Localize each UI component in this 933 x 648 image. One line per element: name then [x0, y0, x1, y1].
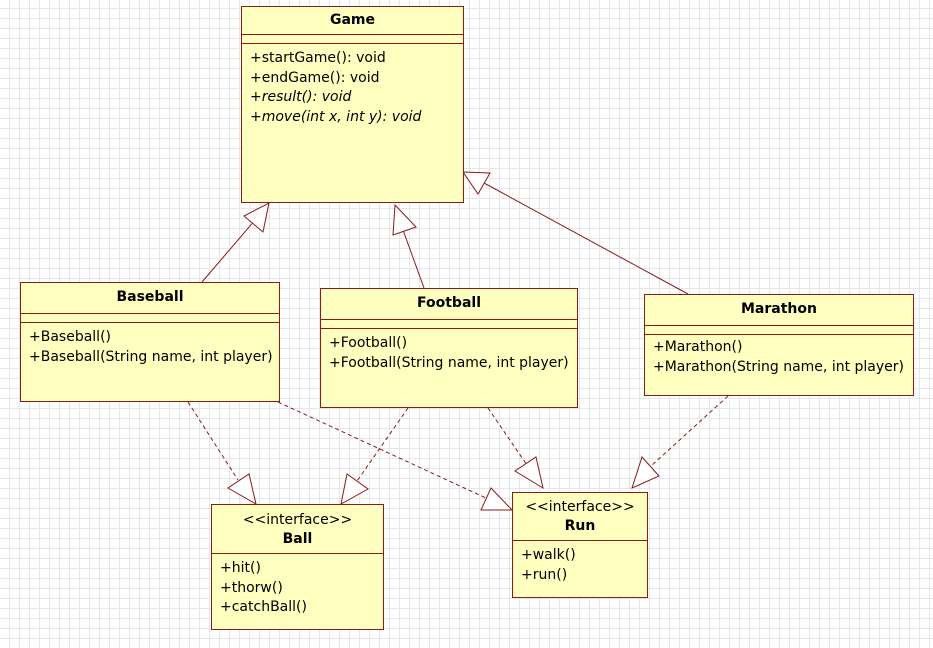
inheritance-arrowhead-baseball	[243, 202, 270, 233]
operation-thorw: +thorw()	[220, 579, 283, 596]
realization-arrowhead-marathon-run	[631, 456, 660, 489]
inheritance-line-football-game	[402, 229, 425, 289]
class-name-game: Game	[329, 12, 376, 28]
realization-arrowhead-baseball-run	[480, 487, 514, 511]
class-football[interactable]: Football +Football() +Football(String na…	[320, 288, 578, 408]
constructor-baseball: +Baseball()	[29, 329, 111, 345]
operation-catch-ball: +catchBall()	[220, 599, 307, 615]
class-name-section: Football	[321, 289, 577, 320]
operation-run: +run()	[521, 566, 568, 583]
class-game[interactable]: Game +startGame(): void +endGame(): void…	[241, 6, 464, 203]
operations-compartment: +Marathon() +Marathon(String name, int p…	[645, 335, 913, 377]
inheritance-arrowhead-marathon	[462, 171, 491, 195]
operations-compartment: +Baseball() +Baseball(String name, int p…	[21, 323, 279, 367]
interface-name-section: <<interface>> Run	[513, 493, 647, 541]
constructor-marathon-params: +Marathon(String name, int player)	[653, 358, 904, 375]
realization-line-baseball-ball	[187, 401, 239, 481]
operation-walk: +walk()	[521, 547, 576, 563]
constructor-football: +Football()	[329, 335, 408, 351]
realization-line-football-run	[487, 407, 528, 466]
operation-start-game: +startGame(): void	[250, 50, 386, 66]
operation-move: +move(int x, int y): void	[250, 108, 422, 125]
inheritance-line-baseball-game	[201, 211, 263, 283]
attributes-compartment	[645, 326, 913, 335]
realization-line-marathon-run	[650, 395, 729, 467]
attributes-compartment	[321, 320, 577, 329]
stereotype-label: <<interface>>	[525, 499, 635, 515]
class-baseball[interactable]: Baseball +Baseball() +Baseball(String na…	[20, 282, 280, 402]
operation-hit: +hit()	[220, 560, 261, 576]
attributes-compartment	[242, 35, 463, 44]
interface-ball[interactable]: <<interface>> Ball +hit() +thorw() +catc…	[211, 504, 384, 630]
operations-compartment: +walk() +run()	[513, 541, 647, 585]
inheritance-line-marathon-game	[483, 182, 689, 295]
constructor-marathon: +Marathon()	[653, 339, 743, 355]
class-name-football: Football	[417, 295, 481, 311]
class-marathon[interactable]: Marathon +Marathon() +Marathon(String na…	[644, 294, 914, 396]
operation-result: +result(): void	[250, 89, 352, 105]
interface-name-ball: Ball	[282, 531, 313, 547]
interface-run[interactable]: <<interface>> Run +walk() +run()	[512, 492, 648, 598]
class-name-baseball: Baseball	[116, 289, 184, 305]
inheritance-arrowhead-football	[392, 203, 417, 236]
realization-line-baseball-run	[277, 401, 487, 499]
operations-compartment: +Football() +Football(String name, int p…	[321, 329, 577, 373]
constructor-football-params: +Football(String name, int player)	[329, 354, 569, 371]
class-name-section: Baseball	[21, 283, 279, 314]
class-name-marathon: Marathon	[741, 301, 817, 317]
realization-arrowhead-football-ball	[340, 473, 369, 505]
attributes-compartment	[21, 314, 279, 323]
realization-line-football-ball	[356, 407, 409, 482]
interface-name-run: Run	[564, 518, 596, 534]
class-name-section: Game	[242, 7, 463, 35]
constructor-baseball-params: +Baseball(String name, int player)	[29, 348, 273, 365]
stereotype-label: <<interface>>	[242, 512, 353, 528]
operations-compartment: +startGame(): void +endGame(): void +res…	[242, 44, 463, 127]
interface-name-section: <<interface>> Ball	[212, 505, 383, 554]
realization-arrowhead-football-run	[514, 456, 544, 490]
class-name-section: Marathon	[645, 295, 913, 326]
operations-compartment: +hit() +thorw() +catchBall()	[212, 554, 383, 618]
operation-end-game: +endGame(): void	[250, 69, 380, 86]
realization-arrowhead-baseball-ball	[227, 473, 257, 506]
